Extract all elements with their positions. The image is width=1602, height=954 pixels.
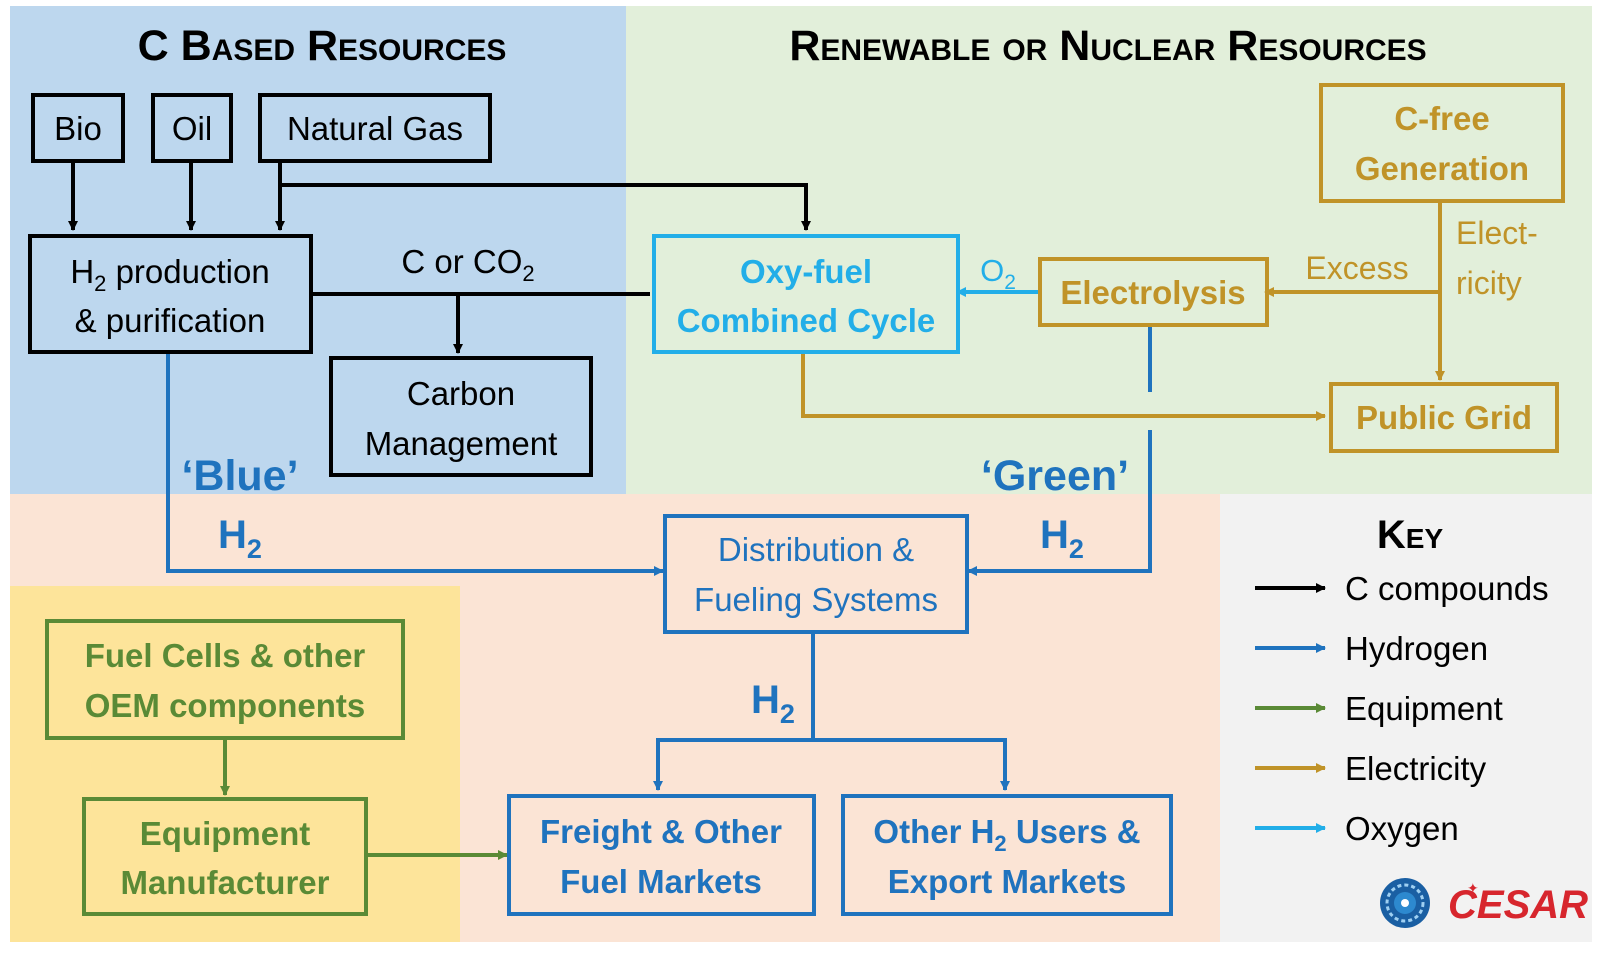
edge-label-c-or-co2: C or CO2	[401, 243, 534, 286]
node-cfree-generation: C-free Generation	[1319, 83, 1565, 203]
legend: Key C compounds Hydrogen Equipment Elect…	[1255, 513, 1549, 847]
legend-label-c-compounds: C compounds	[1345, 570, 1549, 607]
node-fuel-cells-line1: Fuel Cells & other	[85, 637, 366, 674]
node-fuel-cells-oem: Fuel Cells & other OEM components	[45, 619, 405, 740]
edge-label-blue: ‘Blue’	[181, 452, 298, 500]
node-carbon-management-line2: Management	[365, 425, 558, 462]
legend-label-oxygen: Oxygen	[1345, 810, 1459, 847]
node-oxyfuel-line1: Oxy-fuel	[740, 253, 872, 290]
node-oil: Oil	[151, 93, 233, 163]
equipment-flows	[220, 740, 508, 860]
edge-label-o2: O2	[980, 253, 1016, 294]
node-bio: Bio	[31, 93, 125, 163]
node-cfree-line2: Generation	[1355, 150, 1529, 187]
node-equipment-manufacturer-line2: Manufacturer	[120, 864, 329, 901]
node-public-grid-label: Public Grid	[1356, 399, 1532, 436]
legend-item-c-compounds: C compounds	[1255, 570, 1549, 607]
node-oxyfuel-combined-cycle: Oxy-fuel Combined Cycle	[652, 234, 960, 354]
node-fuel-cells-line2: OEM components	[85, 687, 366, 724]
legend-item-hydrogen: Hydrogen	[1255, 630, 1488, 667]
node-distribution-line1: Distribution &	[718, 531, 914, 568]
electricity-flows	[801, 203, 1445, 421]
region-renewable-nuclear	[626, 6, 1592, 494]
edge-label-electricity-line2: ricity	[1456, 265, 1522, 301]
cesar-logo: CESAR ✦	[1380, 878, 1588, 928]
node-oxyfuel-line2: Combined Cycle	[677, 302, 936, 339]
edge-label-h2-blue: H2	[218, 513, 262, 564]
region-title-c-based: C Based Resources	[138, 22, 507, 70]
region-key	[1220, 494, 1592, 942]
node-oil-label: Oil	[172, 110, 212, 147]
node-freight-fuel-markets: Freight & Other Fuel Markets	[507, 794, 816, 916]
edge-label-electricity-line1: Elect-	[1456, 215, 1538, 251]
edge-label-excess: Excess	[1305, 250, 1408, 286]
region-c-based-resources	[10, 6, 626, 494]
node-cfree-line1: C-free	[1394, 100, 1489, 137]
node-h2-production: H2 production & purification	[28, 234, 313, 354]
legend-label-equipment: Equipment	[1345, 690, 1503, 727]
legend-label-hydrogen: Hydrogen	[1345, 630, 1488, 667]
node-carbon-management: Carbon Management	[329, 356, 593, 477]
c-compound-flows	[68, 163, 811, 354]
node-public-grid: Public Grid	[1329, 382, 1559, 453]
node-other-h2-users: Other H2 Users & Export Markets	[841, 794, 1173, 916]
node-freight-line2: Fuel Markets	[560, 863, 762, 900]
edge-label-h2-distribution: H2	[751, 678, 795, 729]
legend-item-equipment: Equipment	[1255, 690, 1503, 727]
node-other-users-line2: Export Markets	[888, 863, 1126, 900]
node-carbon-management-line1: Carbon	[407, 375, 515, 412]
node-electrolysis-label: Electrolysis	[1060, 274, 1245, 311]
maple-leaf-icon: ✦	[1467, 881, 1479, 897]
node-electrolysis: Electrolysis	[1038, 257, 1269, 327]
region-title-renewable: Renewable or Nuclear Resources	[789, 22, 1426, 70]
node-h2-production-line2: & purification	[75, 302, 266, 339]
node-distribution-line2: Fueling Systems	[694, 581, 938, 618]
node-bio-label: Bio	[54, 110, 102, 147]
hydrogen-flows	[166, 324, 1152, 791]
node-h2-production-line1: H2 production	[70, 253, 269, 296]
edge-label-h2-green: H2	[1040, 513, 1084, 564]
node-distribution-fueling: Distribution & Fueling Systems	[663, 514, 969, 634]
cesar-logo-text: CESAR	[1448, 883, 1588, 927]
node-equipment-manufacturer-line1: Equipment	[140, 815, 311, 852]
node-other-users-line1: Other H2 Users &	[873, 813, 1140, 856]
node-equipment-manufacturer: Equipment Manufacturer	[82, 797, 368, 916]
legend-item-electricity: Electricity	[1255, 750, 1487, 787]
edge-label-green: ‘Green’	[981, 452, 1129, 500]
node-natural-gas-label: Natural Gas	[287, 110, 463, 147]
turbine-icon	[1380, 878, 1430, 928]
node-natural-gas: Natural Gas	[258, 93, 492, 163]
legend-item-oxygen: Oxygen	[1255, 810, 1459, 847]
legend-title: Key	[1377, 513, 1444, 557]
node-freight-line1: Freight & Other	[540, 813, 782, 850]
legend-label-electricity: Electricity	[1345, 750, 1487, 787]
